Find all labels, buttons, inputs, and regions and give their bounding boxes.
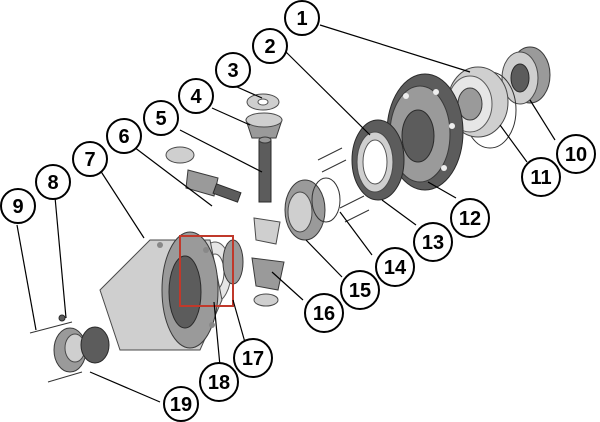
callout-7: 7 — [72, 141, 108, 177]
callout-16: 16 — [304, 293, 344, 333]
callout-18: 18 — [199, 362, 239, 402]
part-clutch-ring — [351, 119, 405, 201]
callout-12: 12 — [450, 198, 490, 238]
callout-11: 11 — [521, 157, 561, 197]
callout-3: 3 — [215, 52, 251, 88]
callout-10-label: 10 — [565, 144, 587, 166]
callout-8-label: 8 — [47, 172, 58, 194]
callout-6-label: 6 — [118, 126, 129, 148]
callout-4-label: 4 — [190, 86, 202, 108]
callout-2: 2 — [252, 28, 288, 64]
callout-15: 15 — [340, 270, 380, 310]
part-dowel-pins — [317, 147, 370, 223]
part-pinion-gear-top — [245, 112, 283, 139]
part-bolts — [29, 314, 83, 383]
callout-4: 4 — [178, 78, 214, 114]
callout-5: 5 — [143, 100, 179, 136]
callout-11-label: 11 — [530, 167, 551, 189]
callout-14-label: 14 — [384, 257, 407, 279]
callout-7-label: 7 — [84, 149, 95, 171]
callout-10: 10 — [556, 134, 596, 174]
callout-9-label: 9 — [12, 196, 23, 218]
part-flange-plate — [386, 73, 464, 191]
part-differential-case — [99, 231, 223, 351]
callout-1-label: 1 — [296, 8, 307, 30]
callout-14: 14 — [375, 247, 415, 287]
part-tapered-bearing-right — [501, 46, 551, 105]
callout-2-label: 2 — [264, 36, 275, 58]
part-thrust-washer-top — [246, 93, 280, 111]
part-pinion-gears-lower — [251, 217, 285, 307]
callout-16-label: 16 — [313, 303, 335, 325]
callout-17-label: 17 — [242, 348, 264, 370]
callout-15-label: 15 — [349, 280, 371, 302]
part-side-gear — [284, 177, 341, 241]
callout-1: 1 — [284, 0, 320, 36]
callout-13-label: 13 — [422, 232, 444, 254]
callout-9: 9 — [0, 188, 36, 224]
callout-17: 17 — [233, 338, 273, 378]
callout-19: 19 — [163, 386, 199, 422]
part-cross-shaft — [258, 136, 272, 203]
callout-19-label: 19 — [170, 394, 192, 416]
callout-18-label: 18 — [208, 372, 230, 394]
callout-13: 13 — [413, 222, 453, 262]
callout-8: 8 — [35, 164, 71, 200]
highlight-box — [179, 235, 234, 307]
callout-3-label: 3 — [227, 60, 238, 82]
part-pinion-gear-left — [165, 146, 242, 203]
callout-6: 6 — [106, 118, 142, 154]
leader-lines — [16, 24, 556, 403]
part-tapered-bearing-left — [53, 326, 110, 373]
callout-5-label: 5 — [155, 108, 166, 130]
callout-12-label: 12 — [459, 208, 481, 230]
